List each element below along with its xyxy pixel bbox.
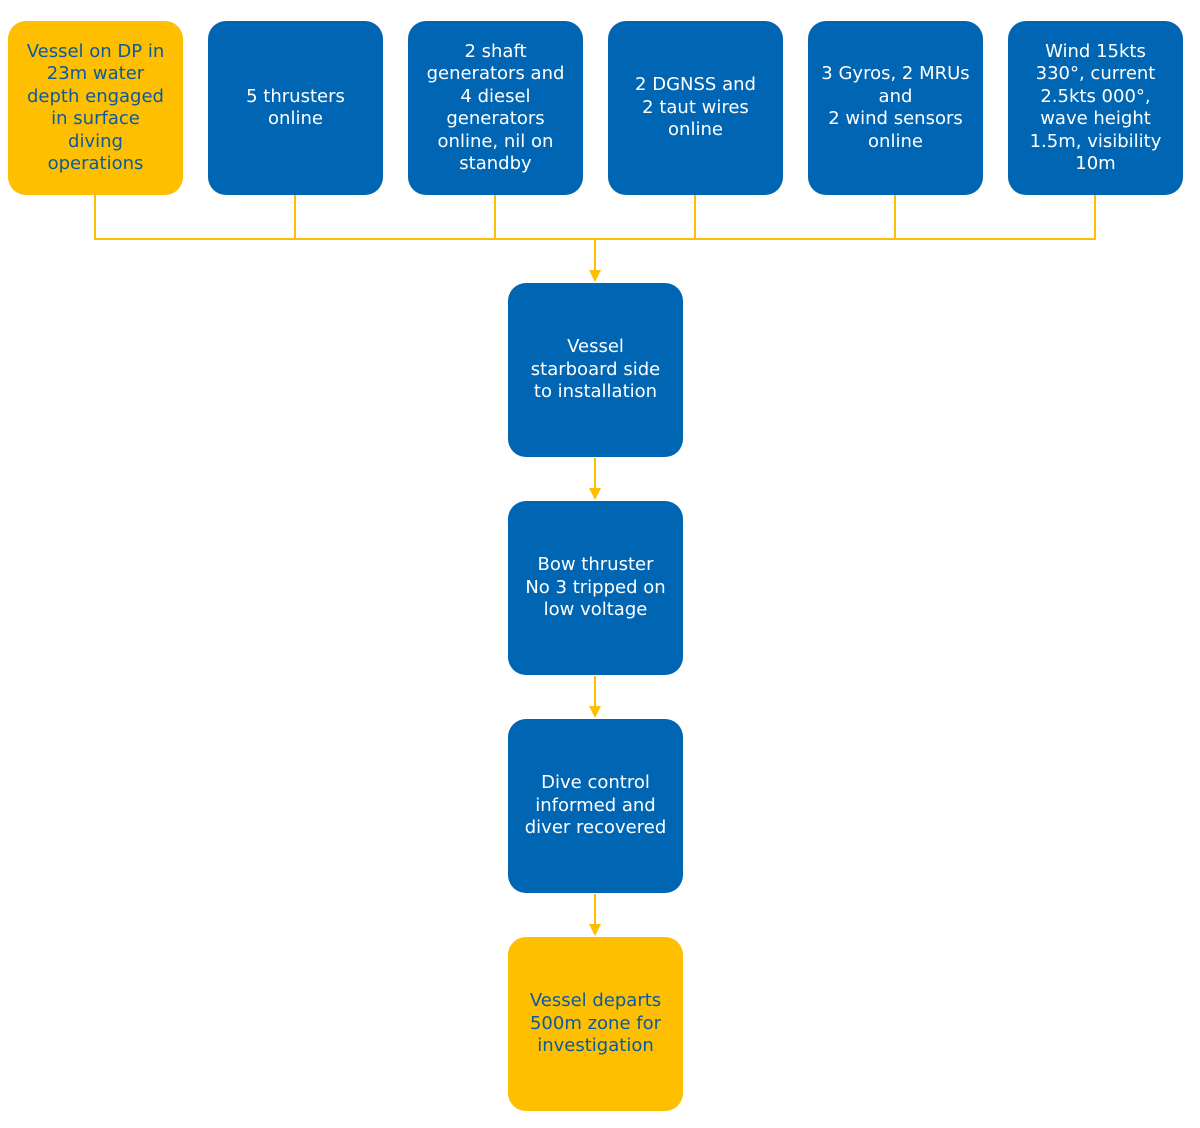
arrowhead-3 xyxy=(589,706,601,718)
node-thrusters: 5 thrusters online xyxy=(208,21,383,195)
arrowhead-2 xyxy=(589,488,601,500)
node-position-references: 2 DGNSS and 2 taut wires online xyxy=(608,21,783,195)
arrowhead-4 xyxy=(589,924,601,936)
node-generators: 2 shaft generators and 4 diesel generato… xyxy=(408,21,583,195)
node-diver-recovered: Dive control informed and diver recovere… xyxy=(508,719,683,893)
node-environment: Wind 15kts 330°, current 2.5kts 000°, wa… xyxy=(1008,21,1183,195)
node-vessel-position: Vessel starboard side to installation xyxy=(508,283,683,457)
node-vessel-departs: Vessel departs 500m zone for investigati… xyxy=(508,937,683,1111)
node-dp-operations: Vessel on DP in 23m water depth engaged … xyxy=(8,21,183,195)
node-thruster-trip: Bow thruster No 3 tripped on low voltage xyxy=(508,501,683,675)
node-sensors: 3 Gyros, 2 MRUs and 2 wind sensors onlin… xyxy=(808,21,983,195)
arrowhead-1 xyxy=(589,270,601,282)
